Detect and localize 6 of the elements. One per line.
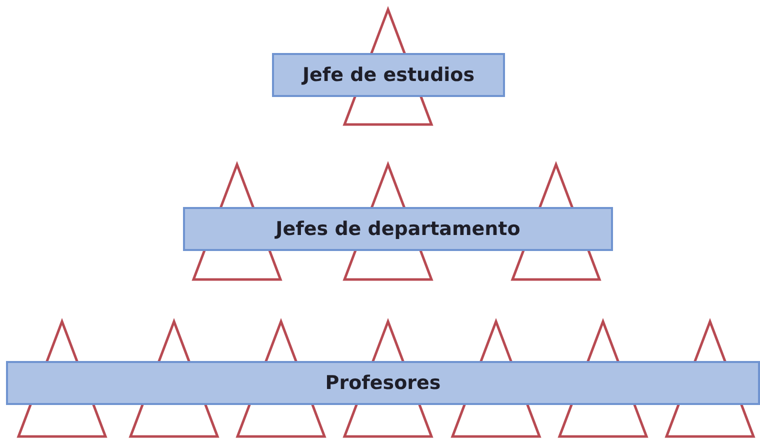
level-bar — [272, 53, 505, 97]
level-label: Profesores — [325, 372, 441, 394]
level-bar — [6, 361, 760, 405]
level-label: Jefe de estudios — [302, 64, 475, 86]
level-bar — [183, 207, 613, 251]
level-label: Jefes de departamento — [276, 218, 520, 240]
